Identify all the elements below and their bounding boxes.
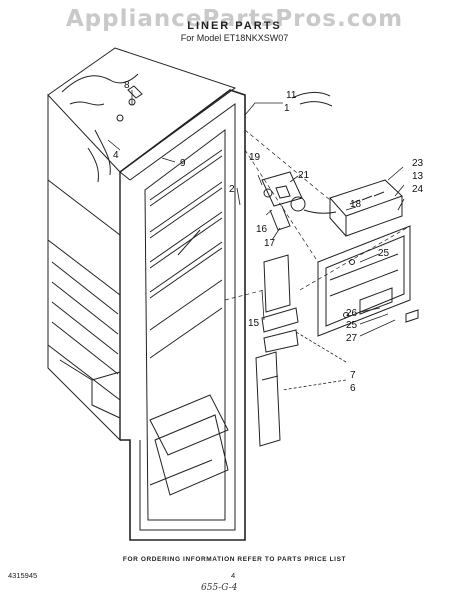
- callout-13: 15: [248, 318, 260, 329]
- callout-23: 23: [412, 158, 424, 169]
- callout-8: 8: [124, 80, 130, 91]
- callout-24: 24: [412, 184, 424, 195]
- callout-25-upper: 25: [378, 248, 390, 259]
- callout-7: 7: [350, 370, 356, 381]
- alignment-lines: [224, 129, 411, 301]
- lower-duct: [255, 351, 281, 447]
- page-number: 4: [231, 571, 236, 580]
- callout-2: 2: [229, 184, 235, 195]
- model-subtitle: For Model ET18NKXSW07: [180, 33, 289, 43]
- item-11-wire: [291, 91, 331, 99]
- callout-21: 21: [298, 170, 310, 181]
- callout-26: 26: [346, 308, 358, 319]
- air-duct: [261, 254, 299, 353]
- callout-11: 11: [286, 90, 297, 101]
- callout-16: 16: [256, 224, 268, 235]
- callout-25-lower: 25: [346, 320, 358, 331]
- callout-leaders: [107, 90, 405, 391]
- callout-9: 9: [180, 158, 186, 169]
- callout-19: 19: [249, 152, 261, 163]
- control-housing: [329, 179, 403, 237]
- ordering-note: FOR ORDERING INFORMATION REFER TO PARTS …: [122, 556, 347, 563]
- callout-numbers: 11 1 8 4 9 2 19 21 23 13 24 18 16 17 25 …: [113, 80, 424, 394]
- diagram-title: LINER PARTS: [187, 20, 282, 32]
- callout-6: 6: [350, 383, 356, 394]
- callout-1: 1: [284, 103, 290, 114]
- liner-flange: [119, 89, 246, 541]
- callout-4: 4: [113, 150, 119, 161]
- handwritten-note: 655-G-4: [201, 583, 238, 593]
- document-code: 4315945: [8, 571, 38, 580]
- callout-17: 17: [264, 238, 276, 249]
- callout-15: 13: [412, 171, 424, 182]
- site-watermark: AppliancePartsPros.com: [65, 6, 404, 32]
- liner-interior: [144, 129, 229, 521]
- callout-27: 27: [346, 333, 358, 344]
- callout-18: 18: [350, 199, 362, 210]
- light-socket-assembly: [261, 171, 337, 231]
- control-plate: [317, 225, 419, 337]
